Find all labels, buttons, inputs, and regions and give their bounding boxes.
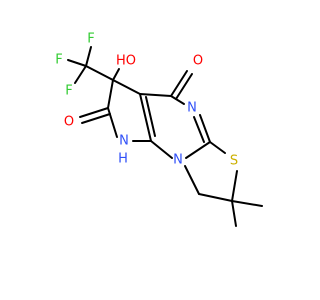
bond-fused-carbons [139, 93, 152, 142]
amine-hydrogen-label: H [118, 152, 128, 167]
bond-layer [67, 46, 263, 227]
atom-label-layer: F F F HO O O N N H N S [55, 32, 238, 169]
ring-nitrogen-label: N [173, 153, 183, 168]
molecule-structure: F F F HO O O N N H N S [55, 32, 263, 227]
fluorine-top-label: F [87, 32, 94, 47]
bond-quaternary-ch2 [198, 193, 233, 202]
bond-methyl-1 [231, 200, 263, 207]
bond-f-left-c [67, 59, 87, 67]
sulfur-label: S [230, 154, 238, 169]
bond-cf3-ring [85, 65, 114, 81]
bond-methyl-2 [231, 200, 237, 227]
bond-fused-carbonyl-carbon [139, 93, 172, 97]
bond-f-bottom-c [74, 65, 87, 84]
molecule-canvas: F F F HO O O N N H N S [55, 31, 263, 227]
bond-carbonyl-imine [170, 95, 185, 105]
bond-hydroxyl [112, 68, 120, 81]
bond-amide-carbonyl-1 [79, 107, 109, 118]
ketone-oxygen-label: O [193, 54, 203, 69]
bond-carbon-ring-n [185, 141, 211, 159]
bond-carbonyl-nh [107, 107, 118, 138]
bond-imine-carbon [199, 114, 211, 143]
bond-quaternary-carbonyl [107, 79, 114, 109]
bond-f-top-c [85, 46, 92, 67]
bond-ketone-2 [175, 73, 193, 100]
hydroxyl-label: HO [116, 54, 136, 69]
bond-ring-carbon-ring-n [150, 140, 173, 159]
amine-nitrogen-label: N [119, 134, 129, 149]
bond-imine-carbon-inner [193, 116, 205, 143]
bond-amide-carbonyl-2 [81, 113, 111, 124]
bond-carbon-sulfur [209, 141, 226, 154]
amide-oxygen-label: O [64, 115, 74, 130]
bond-quaternary-fused-carbon [112, 79, 141, 95]
bond-fused-carbons-inner [145, 96, 156, 137]
bond-sulfur-quaternary-carbon [231, 170, 238, 202]
fluorine-left-label: F [55, 53, 62, 68]
bond-ch2-ring-n [184, 165, 200, 195]
bond-ketone-1 [170, 70, 188, 97]
imine-nitrogen-label: N [187, 101, 197, 116]
fluorine-bottom-label: F [65, 84, 72, 99]
